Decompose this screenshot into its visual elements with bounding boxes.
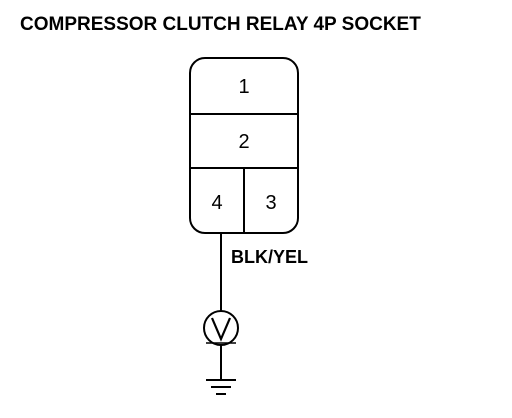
pin-2-label: 2 [238, 131, 249, 153]
relay-socket: 1 2 4 3 [189, 57, 299, 234]
pin-3-label: 3 [265, 192, 276, 214]
voltmeter-icon [203, 310, 239, 346]
wire-color-label: BLK/YEL [231, 247, 308, 267]
diagram-title: COMPRESSOR CLUTCH RELAY 4P SOCKET [20, 14, 421, 35]
pin-1-label: 1 [238, 76, 249, 98]
pin-4-label: 4 [211, 192, 222, 214]
ground-icon [206, 379, 236, 395]
